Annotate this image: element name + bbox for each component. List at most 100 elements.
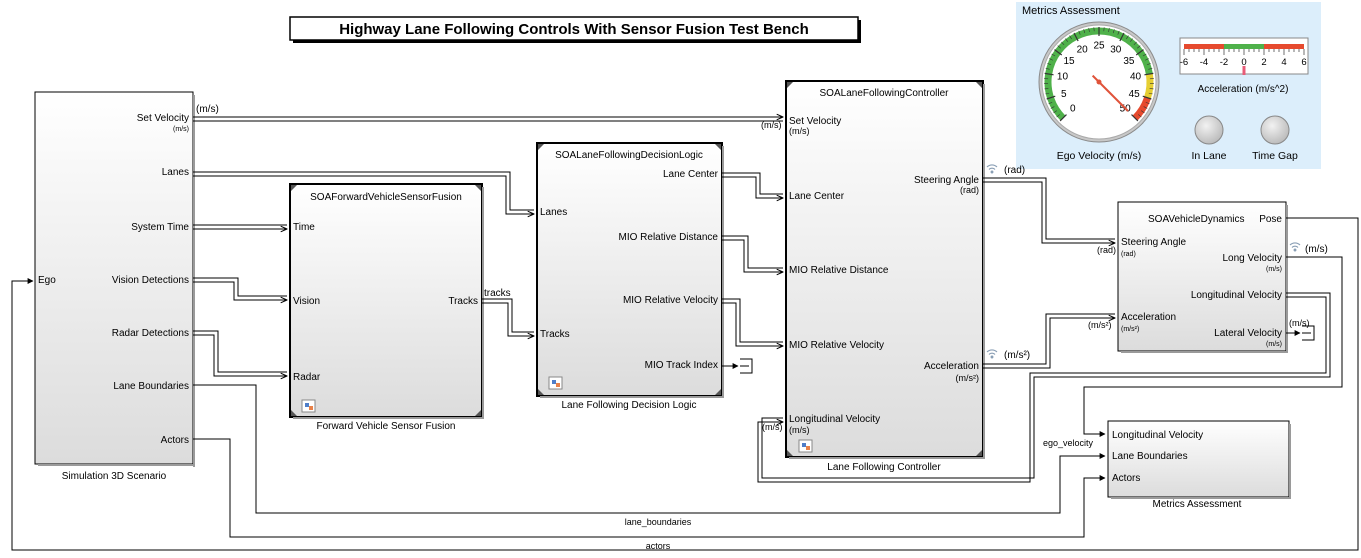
gauge-tick [1117,30,1120,35]
gauge-tick-label: 40 [1130,72,1142,83]
signal-acceleration-bus[interactable] [983,318,1115,369]
ego-velocity-gauge[interactable]: 05101520253035404550 [1038,21,1160,143]
signal-mio-relative-distance[interactable] [722,235,783,269]
gauge-tick [1133,41,1137,46]
gauge-tick [1119,32,1125,42]
signal-lanes[interactable] [193,171,534,211]
label-steer-unit-in: (rad) [1097,245,1116,255]
signal-lane-boundaries[interactable] [193,384,1106,514]
gauge-tick [1142,95,1152,100]
logging-icons [986,164,1301,359]
controller-port-mio-relative-velocity: MIO Relative Velocity [789,340,884,351]
controller-caption: Lane Following Controller [827,462,941,473]
signal-longitudinal-velocity-feedback[interactable] [761,292,1331,479]
gauge-tick-label: 25 [1093,41,1105,52]
gauge-tick [1054,49,1063,56]
signal-steering-angle-bus[interactable] [983,181,1115,243]
dynamics-port-steering-angle-unit: (rad) [1121,251,1136,258]
gauge-tick [1130,38,1133,42]
signal-vision-detections-bus[interactable] [193,281,287,300]
signal-mio-relative-distance-bus[interactable] [722,239,783,272]
controller-port-set-velocity-unit: (m/s) [789,126,810,136]
model-reference-icon [548,376,563,390]
signal-logging-icon[interactable] [986,349,998,359]
decision-caption: Lane Following Decision Logic [561,400,696,411]
decision-port-lane-center: Lane Center [663,169,719,180]
fusion-port-vision: Vision [293,296,320,307]
signal-logging-icon[interactable] [986,164,998,174]
label-lane-boundaries: lane_boundaries [625,517,692,527]
gauge-tick-label: 35 [1123,56,1135,67]
signal-longitudinal-velocity-feedback-bus[interactable] [757,296,1327,483]
dynamics-port-lateral-velocity: Lateral Velocity [1214,328,1282,339]
metrics-assessment-block[interactable]: Longitudinal Velocity Lane Boundaries Ac… [1107,420,1291,510]
simulation-3d-scenario-block[interactable]: Simulation 3D Scenario Ego Set Velocity … [34,91,195,482]
sim3d-port-lane-boundaries: Lane Boundaries [113,381,189,392]
signal-lanes-bus[interactable] [193,175,534,214]
signal-steering-angle[interactable] [983,177,1115,240]
terminator-lateral-velocity[interactable] [1302,325,1315,341]
signal-lane-center-bus[interactable] [722,176,783,198]
signal-vision-detections[interactable] [193,277,287,297]
linear-gauge-label: Acceleration (m/s^2) [1198,84,1289,95]
signal-radar-detections[interactable] [193,330,287,373]
metrics-caption: Metrics Assessment [1153,499,1242,510]
signal-radar-detections-bus[interactable] [193,334,287,376]
linear-gauge-green [1224,44,1264,49]
signal-pose-feedback[interactable] [11,217,1359,551]
lane-following-decision-logic-block[interactable]: SOALaneFollowingDecisionLogic Lanes Trac… [536,142,724,411]
label-lateral-velocity-unit: (m/s) [1289,318,1310,328]
decision-port-mio-track-index: MIO Track Index [645,360,718,371]
dynamics-port-lateral-velocity-unit: (m/s) [1266,341,1282,348]
vehicle-dynamics-block[interactable]: SOAVehicleDynamics Steering Angle (rad) … [1117,201,1288,353]
gauge-tick [1044,72,1054,76]
gauge-tick [1051,53,1056,57]
dynamics-port-long-velocity: Long Velocity [1223,253,1283,264]
sim3d-port-set-velocity-unit: (m/s) [173,126,189,133]
gauge-tick-label: 30 [1110,45,1122,56]
label-steer-unit: (rad) [1004,165,1025,176]
metrics-port-lane-boundaries: Lane Boundaries [1112,451,1188,462]
linear-gauge-red-low [1184,44,1224,49]
gauge-tick [1141,110,1145,114]
decision-port-tracks: Tracks [540,329,570,340]
linear-gauge-tick-label: 6 [1301,57,1306,68]
fusion-port-time: Time [293,222,315,233]
dynamics-title: SOAVehicleDynamics [1148,214,1245,225]
sim3d-port-actors: Actors [161,435,189,446]
sim3d-port-set-velocity: Set Velocity [137,113,189,124]
gauge-tick [1065,38,1068,42]
gauge-tick [1149,88,1154,90]
dynamics-port-steering-angle: Steering Angle [1121,237,1186,248]
signal-acceleration[interactable] [983,313,1115,365]
signal-mio-relative-velocity[interactable] [722,298,783,343]
time-gap-lamp[interactable] [1260,115,1290,145]
signal-mio-relative-velocity-bus[interactable] [722,302,783,346]
signal-actors[interactable] [193,438,1106,538]
signal-long-velocity[interactable] [1083,256,1343,437]
lamp-label-time-gap: Time Gap [1252,150,1298,162]
gauge-tick [1045,68,1050,70]
signal-tracks-bus[interactable] [482,302,534,336]
decision-port-lanes: Lanes [540,207,567,218]
gauge-tick [1045,92,1050,95]
signal-lane-center[interactable] [722,172,783,195]
gauge-tick [1050,106,1055,109]
forward-vehicle-sensor-fusion-block[interactable]: SOAForwardVehicleSensorFusion Time Visio… [289,183,484,432]
controller-port-mio-relative-distance: MIO Relative Distance [789,265,889,276]
in-lane-lamp[interactable] [1194,115,1224,145]
lane-following-controller-block[interactable]: SOALaneFollowingController Set Velocity … [785,80,985,473]
gauge-tick [1143,106,1148,109]
gauge-label: Ego Velocity (m/s) [1057,150,1142,162]
terminators [740,325,1315,374]
decision-title: SOALaneFollowingDecisionLogic [555,150,703,161]
signal-logging-icon[interactable] [1289,242,1301,252]
gauge-tick [1053,110,1057,114]
diagram-title: Highway Lane Following Controls With Sen… [289,16,861,43]
terminator-mio-track-index[interactable] [740,358,753,374]
gauge-hub [1096,79,1102,85]
linear-gauge-needle [1242,66,1246,75]
signal-tracks[interactable] [482,298,534,333]
